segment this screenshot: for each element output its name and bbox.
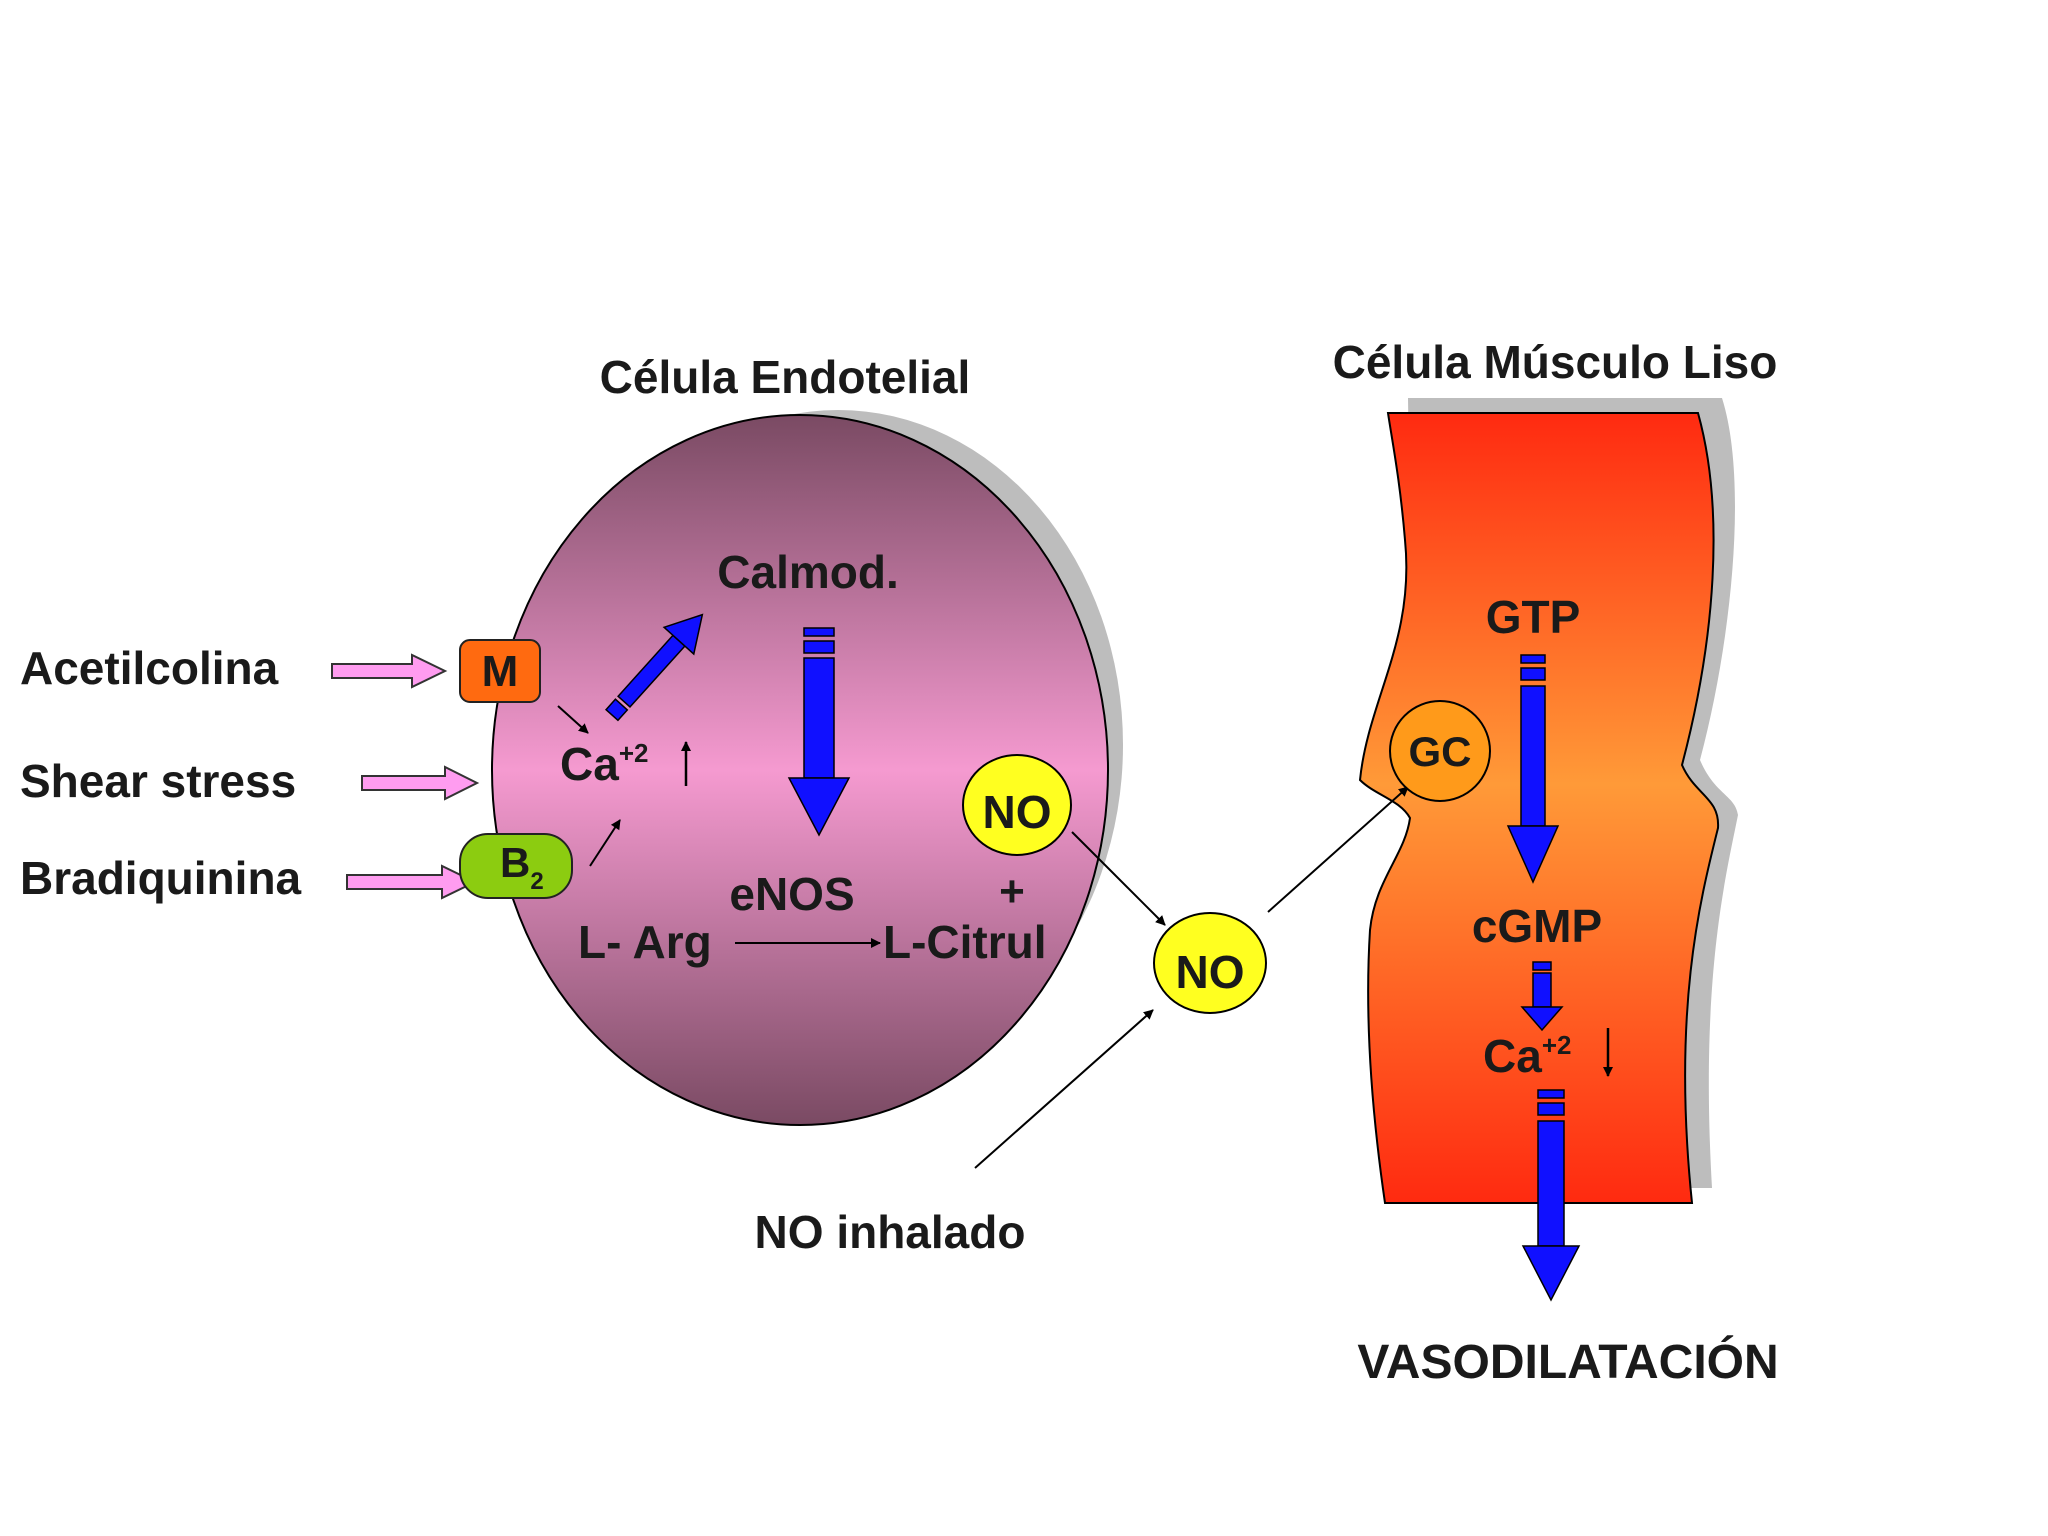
endothelial-cell <box>491 414 1109 1126</box>
title-smooth-muscle-cell: Célula Músculo Liso <box>1333 336 1778 388</box>
receptor-bradykinin <box>459 833 573 899</box>
title-endothelial-cell: Célula Endotelial <box>600 351 971 403</box>
arrow-acetylcholine-to-m <box>331 653 448 689</box>
endothelial-calcium: Ca+2 <box>560 738 648 790</box>
l-citrulline-label: L-Citrul <box>883 916 1047 968</box>
vasodilation-label: VASODILATACIÓN <box>1357 1334 1778 1389</box>
stimulus-acetylcholine: Acetilcolina <box>20 642 279 694</box>
cgmp-label: cGMP <box>1472 900 1602 952</box>
stimulus-bradykinin: Bradiquinina <box>20 852 302 904</box>
guanylate-cyclase-circle <box>1389 700 1491 802</box>
arrow-m-to-calcium <box>557 705 589 734</box>
plus-sign: + <box>999 867 1025 916</box>
receptor-muscarinic-label: M <box>482 647 519 696</box>
free-no-label: NO <box>1176 946 1245 998</box>
receptor-bradykinin-label: B2 <box>500 839 544 895</box>
arrow-b2-to-calcium <box>589 819 621 867</box>
stimulus-shear-stress: Shear stress <box>20 755 296 807</box>
arrow-calmodulin-to-enos <box>787 627 851 837</box>
arrow-gtp-to-cgmp <box>1506 654 1560 884</box>
arrow-inhaled-no <box>974 1009 1154 1169</box>
arrow-bradykinin-to-b2 <box>346 864 478 900</box>
guanylate-cyclase-label: GC <box>1409 728 1472 775</box>
free-no-circle <box>1153 912 1267 1014</box>
inhaled-no-label: NO inhalado <box>755 1206 1026 1258</box>
arrow-calcium-to-calmodulin <box>604 613 704 722</box>
gtp-label: GTP <box>1486 591 1581 643</box>
muscle-calcium: Ca+2 <box>1483 1030 1571 1082</box>
endothelial-no-circle <box>962 754 1072 856</box>
arrow-shear-stress-to-membrane <box>361 765 480 801</box>
enos-label: eNOS <box>729 868 854 920</box>
arrow-no-out-of-endothelium <box>1071 831 1166 926</box>
calmodulin-label: Calmod. <box>717 546 898 598</box>
receptor-muscarinic <box>459 639 541 703</box>
arrow-calcium-to-vasodilation <box>1521 1089 1581 1302</box>
endothelial-no-label: NO <box>983 786 1052 838</box>
arrow-cgmp-to-calcium <box>1520 961 1564 1032</box>
l-arginine-label: L- Arg <box>578 916 712 968</box>
arrow-no-to-gc <box>1267 786 1409 913</box>
